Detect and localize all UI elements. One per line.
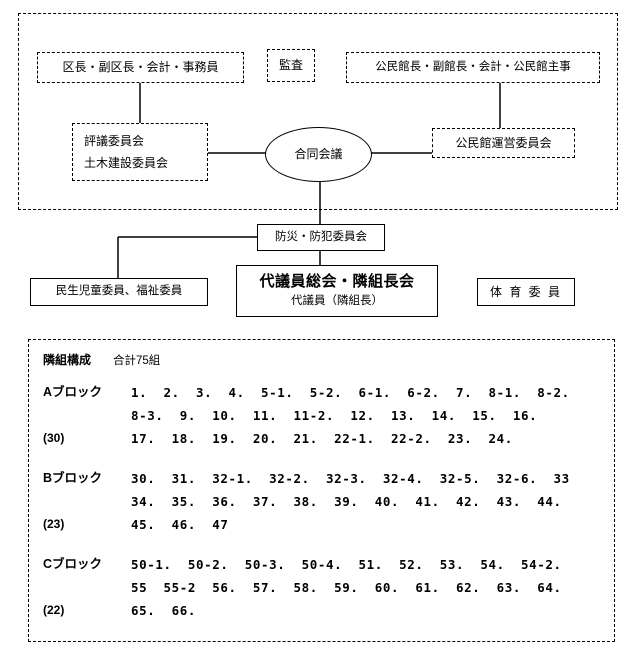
community-center-director-box: 公民館長・副館長・会計・公民館主事 xyxy=(346,52,600,83)
civil-construction-committee-label: 土木建設委員会 xyxy=(84,156,169,170)
block-b-line-3: 45. 46. 47 xyxy=(131,517,229,532)
sports-commissioner-box: 体 育 委 員 xyxy=(477,278,575,306)
welfare-commissioners-box: 民生児童委員、福祉委員 xyxy=(30,278,208,306)
block-b: Bブロック 30. 31. 32-1. 32-2. 32-3. 32-4. 32… xyxy=(43,467,606,536)
neighborhood-groups-frame: 隣組構成 合計75組 Aブロック 1. 2. 3. 4. 5-1. 5-2. 6-… xyxy=(28,339,615,642)
block-c-line-3: 65. 66. xyxy=(131,603,197,618)
audit-label: 監査 xyxy=(278,58,303,73)
block-a-line-1: 1. 2. 3. 4. 5-1. 5-2. 6-1. 6-2. 7. 8-1. … xyxy=(131,385,570,400)
block-c-line-2: 55 55-2 56. 57. 58. 59. 60. 61. 62. 63. … xyxy=(131,580,562,595)
block-c-line-1: 50-1. 50-2. 50-3. 50-4. 51. 52. 53. 54. … xyxy=(131,557,562,572)
block-b-line-1: 30. 31. 32-1. 32-2. 32-3. 32-4. 32-5. 32… xyxy=(131,471,570,486)
audit-box: 監査 xyxy=(267,49,315,82)
roster-heading-label: 隣組構成 xyxy=(43,353,92,367)
joint-meeting-label: 合同会議 xyxy=(294,147,343,162)
community-center-director-label: 公民館長・副館長・会計・公民館主事 xyxy=(375,60,571,73)
block-b-line-2: 34. 35. 36. 37. 38. 39. 40. 41. 42. 43. … xyxy=(131,494,562,509)
council-committees-box: 評議委員会 土木建設委員会 xyxy=(72,123,208,181)
community-center-steering-label: 公民館運営委員会 xyxy=(455,135,552,150)
roster-heading-row: 隣組構成 合計75組 xyxy=(43,351,606,370)
district-head-label: 区長・副区長・会計・事務員 xyxy=(62,60,219,75)
block-a-line-3: 17. 18. 19. 20. 21. 22-1. 22-2. 23. 24. xyxy=(131,431,513,446)
block-c-count: (22) xyxy=(43,603,65,617)
executive-group-frame xyxy=(18,13,618,210)
block-c: Cブロック 50-1. 50-2. 50-3. 50-4. 51. 52. 53… xyxy=(43,553,606,622)
delegates-assembly-title: 代議員総会・隣組長会 xyxy=(259,273,415,291)
community-center-steering-box: 公民館運営委員会 xyxy=(432,128,575,158)
disaster-crime-prevention-label: 防災・防犯委員会 xyxy=(275,230,367,243)
disaster-crime-prevention-box: 防災・防犯委員会 xyxy=(257,224,385,251)
delegates-assembly-subtitle: 代議員（隣組長） xyxy=(291,295,383,308)
block-a-label: Aブロック xyxy=(43,385,103,399)
block-b-label: Bブロック xyxy=(43,471,103,485)
welfare-commissioners-label: 民生児童委員、福祉委員 xyxy=(55,285,183,298)
sports-commissioner-label: 体 育 委 員 xyxy=(489,284,562,299)
district-head-box: 区長・副区長・会計・事務員 xyxy=(37,52,244,83)
joint-meeting-ellipse: 合同会議 xyxy=(265,127,372,182)
block-b-count: (23) xyxy=(43,517,65,531)
delegates-assembly-box: 代議員総会・隣組長会 代議員（隣組長） xyxy=(236,265,438,317)
council-committee-label: 評議委員会 xyxy=(84,133,145,148)
block-c-label: Cブロック xyxy=(43,557,103,571)
block-a-line-2: 8-3. 9. 10. 11. 11-2. 12. 13. 14. 15. 16… xyxy=(131,408,538,423)
roster-total-groups: 合計75組 xyxy=(113,355,161,367)
block-a: Aブロック 1. 2. 3. 4. 5-1. 5-2. 6-1. 6-2. 7.… xyxy=(43,381,606,450)
block-a-count: (30) xyxy=(43,431,65,445)
